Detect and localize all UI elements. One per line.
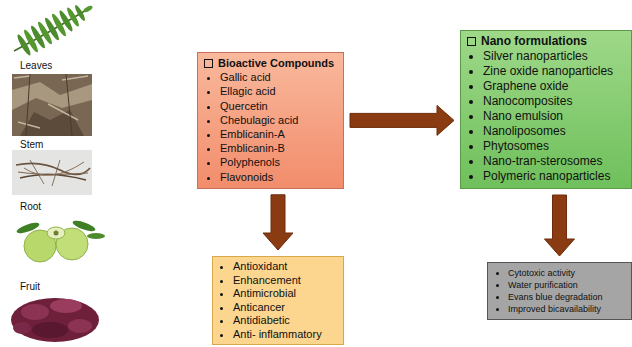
- list-item: Zine oxide nanoparticles: [483, 64, 625, 79]
- list-item: Polymeric nanoparticles: [483, 169, 625, 184]
- bullet-list: Gallic acidEllagic acidQuercetinChebulag…: [204, 70, 337, 184]
- heading-checkbox-marker: [204, 59, 213, 68]
- list-item: Cytotoxic activity: [508, 267, 626, 279]
- part-name: Leaves: [20, 60, 52, 71]
- stem-picture: [12, 74, 92, 136]
- block-arrow: [545, 195, 575, 256]
- compounds-box: Bioactive CompoundsGallic acidEllagic ac…: [197, 52, 344, 189]
- list-item: Gallic acid: [220, 70, 337, 84]
- box-heading: Bioactive Compounds: [218, 56, 334, 70]
- list-item: Enhancement: [233, 274, 337, 288]
- bullet-list: Silver nanoparticlesZine oxide nanoparti…: [467, 49, 625, 184]
- heading-checkbox-marker: [467, 37, 476, 46]
- list-item: Anti- inflammatory: [233, 328, 337, 342]
- list-item: Water purification: [508, 279, 626, 291]
- list-item: Flavonoids: [220, 170, 337, 184]
- list-item: Antimicrobial: [233, 287, 337, 301]
- part-name: Stem: [20, 139, 43, 150]
- fruit-picture: [16, 219, 105, 262]
- list-item: Evans blue degradation: [508, 291, 626, 303]
- dried-fruit-picture: [11, 298, 99, 342]
- list-item: Nanoliposomes: [483, 124, 625, 139]
- list-item: Nanocomposites: [483, 94, 625, 109]
- list-item: Emblicanin-B: [220, 141, 337, 155]
- list-item: Polyphenols: [220, 155, 337, 169]
- activity-box: AntioxidantEnhancementAntimicrobialAntic…: [212, 256, 344, 345]
- application-box: Cytotoxic activityWater purificationEvan…: [487, 262, 632, 320]
- part-name: Fruit: [20, 281, 40, 292]
- root-picture: [12, 150, 92, 195]
- part-name: Root: [20, 201, 41, 212]
- nanoformulation-box: Nano formulationsSilver nanoparticlesZin…: [460, 30, 632, 189]
- leaves-picture: [14, 4, 93, 57]
- list-item: Emblicanin-A: [220, 127, 337, 141]
- block-arrow: [350, 105, 454, 135]
- list-item: Nano emulsion: [483, 109, 625, 124]
- list-item: Antidiabetic: [233, 314, 337, 328]
- box-heading-row: Bioactive Compounds: [204, 56, 337, 70]
- list-item: Phytosomes: [483, 139, 625, 154]
- list-item: Anticancer: [233, 301, 337, 315]
- bullet-list: AntioxidantEnhancementAntimicrobialAntic…: [217, 260, 337, 341]
- list-item: Improved bicavailability: [508, 303, 626, 315]
- box-heading-row: Nano formulations: [467, 34, 625, 49]
- list-item: Ellagic acid: [220, 84, 337, 98]
- list-item: Graphene oxide: [483, 79, 625, 94]
- list-item: Nano-tran-sterosomes: [483, 154, 625, 169]
- box-heading: Nano formulations: [481, 34, 587, 49]
- bullet-list: Cytotoxic activityWater purificationEvan…: [492, 267, 626, 315]
- list-item: Chebulagic acid: [220, 113, 337, 127]
- list-item: Silver nanoparticles: [483, 49, 625, 64]
- block-arrow: [263, 195, 293, 250]
- list-item: Quercetin: [220, 99, 337, 113]
- list-item: Antioxidant: [233, 260, 337, 274]
